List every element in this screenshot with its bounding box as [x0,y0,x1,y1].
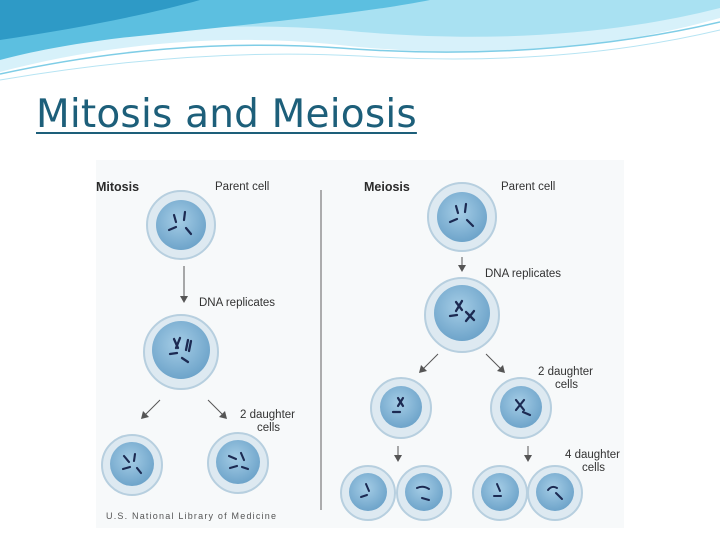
mitosis-daughter-label-1: 2 daughter [240,409,295,421]
mitosis-daughter-label-2: cells [257,422,280,434]
meiosis-replicated-cell [424,277,500,353]
mitosis-replicate-label: DNA replicates [199,297,275,309]
meiosis-arrow-down-left [394,446,402,462]
meiosis-two-daughter-label-1: 2 daughter [538,366,593,378]
meiosis-daughter-cell-1 [370,377,432,439]
mitosis-arrow-right [207,399,227,419]
mitosis-heading: Mitosis [96,180,139,194]
mitosis-replicated-cell [143,314,219,390]
image-credit: U.S. National Library of Medicine [106,511,277,521]
meiosis-parent-label: Parent cell [501,181,555,193]
mitosis-daughter-cell-1 [101,434,163,496]
meiosis-heading: Meiosis [364,180,410,194]
meiosis-four-daughter-label-2: cells [582,462,605,474]
meiosis-final-cell-4 [527,465,583,521]
mitosis-parent-label: Parent cell [215,181,269,193]
mitosis-meiosis-diagram: Mitosis Parent cell DNA replicates [96,160,624,528]
mitosis-daughter-cell-2 [207,432,269,494]
header-wave-decoration [0,0,720,81]
meiosis-replicate-label: DNA replicates [485,268,561,280]
mitosis-arrow-left [141,399,161,419]
meiosis-parent-cell [427,182,497,252]
meiosis-final-cell-3 [472,465,528,521]
meiosis-daughter-cell-2 [490,377,552,439]
meiosis-final-cell-2 [396,465,452,521]
slide-title: Mitosis and Meiosis [36,92,417,137]
meiosis-arrow-down-right [524,446,532,462]
meiosis-arrow-left [419,353,439,373]
meiosis-arrow-1 [458,257,466,272]
meiosis-arrow-right [485,353,505,373]
mitosis-arrow-1 [180,266,188,303]
mitosis-parent-cell [146,190,216,260]
meiosis-final-cell-1 [340,465,396,521]
meiosis-two-daughter-label-2: cells [555,379,578,391]
meiosis-four-daughter-label-1: 4 daughter [565,449,620,461]
